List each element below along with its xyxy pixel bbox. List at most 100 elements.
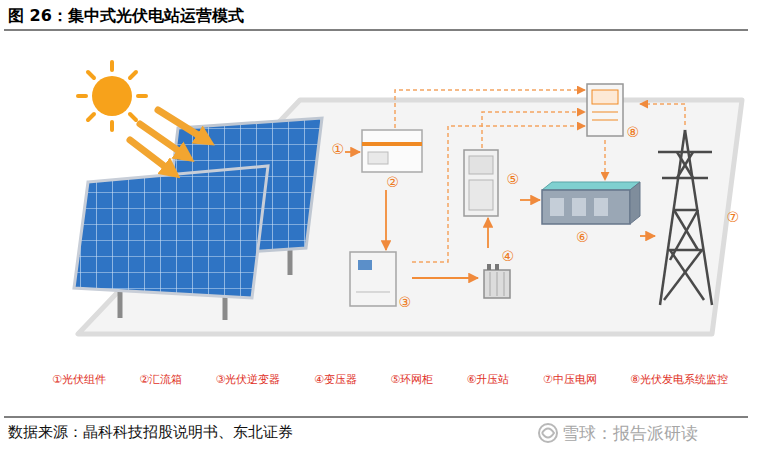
- sunlight-arrows: [130, 140, 172, 172]
- rule-lines: [4, 417, 748, 418]
- monitor-link: [640, 104, 685, 125]
- inverter-node: ③: [350, 250, 412, 310]
- transformer-node: ④: [478, 248, 515, 300]
- sun-icon: [110, 62, 114, 70]
- ring-main-node: ⑤: [462, 148, 520, 218]
- boost-station: [630, 182, 640, 224]
- boost-station: [542, 182, 640, 190]
- watermark: 雪球：报告派研读: [562, 422, 698, 445]
- boost-station: [550, 198, 564, 216]
- rule-lines: [4, 30, 748, 417]
- power-flow-arrow: [345, 151, 360, 153]
- power-flow-arrow: [520, 199, 540, 201]
- boost-station: [542, 182, 640, 224]
- monitor-link: [604, 140, 606, 180]
- monitoring-cabinet: [587, 84, 623, 136]
- boost-station-node: ⑥: [540, 180, 640, 245]
- transmission-tower: [677, 152, 693, 178]
- callout-number: ①: [331, 142, 344, 156]
- combiner-box: [368, 152, 388, 164]
- inverter: [356, 292, 390, 293]
- ring-main-unit: [464, 150, 498, 216]
- sun-icon: [78, 94, 86, 98]
- transmission-tower: [669, 249, 703, 252]
- sunlight-arrows: [158, 110, 206, 140]
- combiner-box: [362, 130, 422, 172]
- callout-number: ⑦: [726, 210, 739, 224]
- transformer: [487, 264, 491, 270]
- grid-tower-node: ⑦: [655, 125, 740, 308]
- sun-icon: [130, 72, 136, 78]
- transmission-tower: [670, 250, 704, 300]
- sun-icon: [138, 94, 146, 98]
- key-row: ①光伏组件 ②汇流箱 ③光伏逆变器 ④变压器 ⑤环网柜 ⑥升压站 ⑦中压电网 ⑧光伏发电系统监…: [52, 372, 728, 387]
- key-item: ⑥升压站: [466, 372, 509, 387]
- monitoring-cabinet: [592, 90, 618, 104]
- callout-number: ⑥: [576, 230, 589, 244]
- solar-panel-node: ①: [70, 118, 345, 300]
- transmission-tower: [677, 152, 693, 178]
- watermark-logo: [539, 424, 557, 442]
- callout-number: ⑧: [626, 125, 639, 139]
- boost-station: [542, 190, 630, 224]
- key-item: ⑦中压电网: [543, 372, 597, 387]
- ring-main-unit: [469, 156, 493, 174]
- boost-station: [594, 198, 608, 216]
- inverter: [350, 252, 396, 306]
- inverter: [358, 260, 372, 270]
- sun-icon: [88, 72, 94, 78]
- power-flow-arrow: [640, 235, 655, 237]
- power-flow-arrow: [412, 277, 478, 279]
- rule-lines: [4, 30, 748, 31]
- figure-title: 图 26：集中式光伏电站运营模式: [8, 6, 244, 27]
- watermark-logo: [539, 424, 557, 442]
- transformer: [490, 272, 491, 296]
- sun-icon: [92, 76, 132, 116]
- ring-main-unit: [464, 150, 498, 216]
- transmission-tower: [674, 209, 698, 212]
- combiner-node: ②: [360, 128, 425, 190]
- key-item: ②汇流箱: [139, 372, 182, 387]
- transformer: [504, 272, 505, 296]
- sun-icon: [88, 114, 94, 120]
- monitoring-cabinet: [587, 84, 623, 136]
- transmission-tower: [658, 130, 712, 305]
- transformer: [484, 264, 510, 298]
- power-flow-arrow: [385, 190, 387, 250]
- boost-station: [572, 198, 586, 216]
- transformer: [497, 272, 498, 296]
- monitor-node: ⑧: [585, 80, 640, 140]
- sun-icon: [130, 114, 136, 120]
- ring-main-unit: [469, 180, 493, 210]
- key-item: ⑧光伏发电系统监控: [630, 372, 728, 387]
- callout-number: ④: [501, 249, 514, 263]
- solar-panel: [74, 166, 268, 298]
- callout-number: ③: [398, 295, 411, 309]
- monitoring-cabinet: [592, 120, 618, 121]
- solar-panel: [74, 118, 322, 320]
- sun-icon: [110, 122, 114, 130]
- combiner-box: [362, 142, 422, 146]
- transmission-tower: [670, 210, 698, 260]
- monitor-link: [482, 112, 585, 148]
- key-item: ①光伏组件: [52, 372, 106, 387]
- callout-number: ②: [386, 175, 399, 189]
- transformer: [484, 270, 510, 298]
- key-item: ④变压器: [314, 372, 357, 387]
- sun-icon: [78, 62, 146, 130]
- key-item: ⑤环网柜: [390, 372, 433, 387]
- callout-number: ⑤: [506, 172, 519, 186]
- power-flow-arrow: [487, 218, 489, 248]
- watermark-logo: [542, 429, 554, 438]
- inverter: [350, 252, 396, 306]
- monitoring-cabinet: [592, 112, 618, 113]
- key-item: ③光伏逆变器: [216, 372, 281, 387]
- monitor-link: [395, 90, 585, 128]
- source-note: 数据来源：晶科科技招股说明书、东北证券: [8, 423, 293, 442]
- transmission-tower: [662, 177, 708, 180]
- transmission-tower: [664, 250, 702, 300]
- transmission-tower: [658, 151, 712, 154]
- monitor-link: [412, 126, 585, 262]
- sunlight-arrows: [130, 110, 206, 172]
